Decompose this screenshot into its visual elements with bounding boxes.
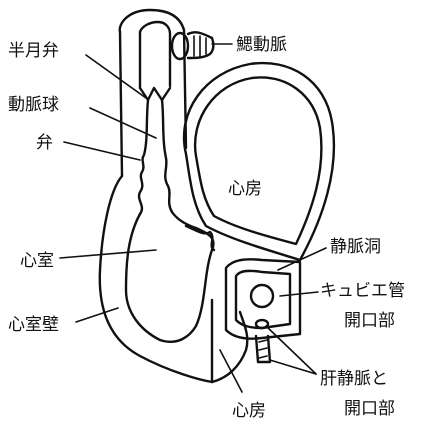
leader-valve [64, 142, 140, 160]
gill-artery-opening [172, 33, 188, 59]
label-ventricle: 心室 [20, 251, 54, 271]
semilunar-valve-flaps [140, 88, 170, 100]
label-sinus-venosus: 静脈洞 [330, 237, 381, 257]
atrium-outer-wall [184, 63, 334, 260]
bulbus-lumen-left [139, 100, 148, 214]
bulbus-left-outer [120, 32, 122, 176]
leader-ventricle [60, 250, 156, 258]
label-valve: 弁 [36, 133, 53, 153]
bulbus-lumen-right [162, 100, 172, 212]
label-cuvier-opening-line2: 開口部 [344, 311, 395, 331]
label-hepatic-vein-line2: 開口部 [344, 399, 395, 419]
leader-lower-atrium [220, 350, 242, 392]
cuvier-duct-opening [251, 285, 273, 307]
bulbus-inner-wall [140, 22, 170, 86]
leader-semilunar-valve [86, 55, 146, 98]
label-hepatic-vein-line1: 肝静脈と [320, 369, 388, 389]
label-bulbus-arteriosus: 動脈球 [8, 95, 59, 115]
label-atrium-upper: 心房 [228, 179, 262, 199]
leader-ventricle-wall [76, 308, 118, 322]
ventricle-outer-wall [100, 176, 212, 382]
label-cuvier-opening-line1: キュビエ管 [320, 281, 405, 301]
label-ventricle-wall: 心室壁 [8, 315, 59, 335]
bulbus-outer-wall [120, 10, 186, 148]
atrium-inner-wall [195, 77, 321, 244]
lower-atrium-wall [212, 312, 247, 382]
hepatic-vein-hatch [259, 340, 267, 358]
label-atrium-lower: 心房 [232, 401, 266, 421]
leader-sinus-venosus [278, 248, 326, 270]
label-gill-artery: 鰓動脈 [236, 35, 287, 55]
label-semilunar-valve: 半月弁 [8, 41, 59, 61]
gill-artery-texture [194, 36, 206, 56]
